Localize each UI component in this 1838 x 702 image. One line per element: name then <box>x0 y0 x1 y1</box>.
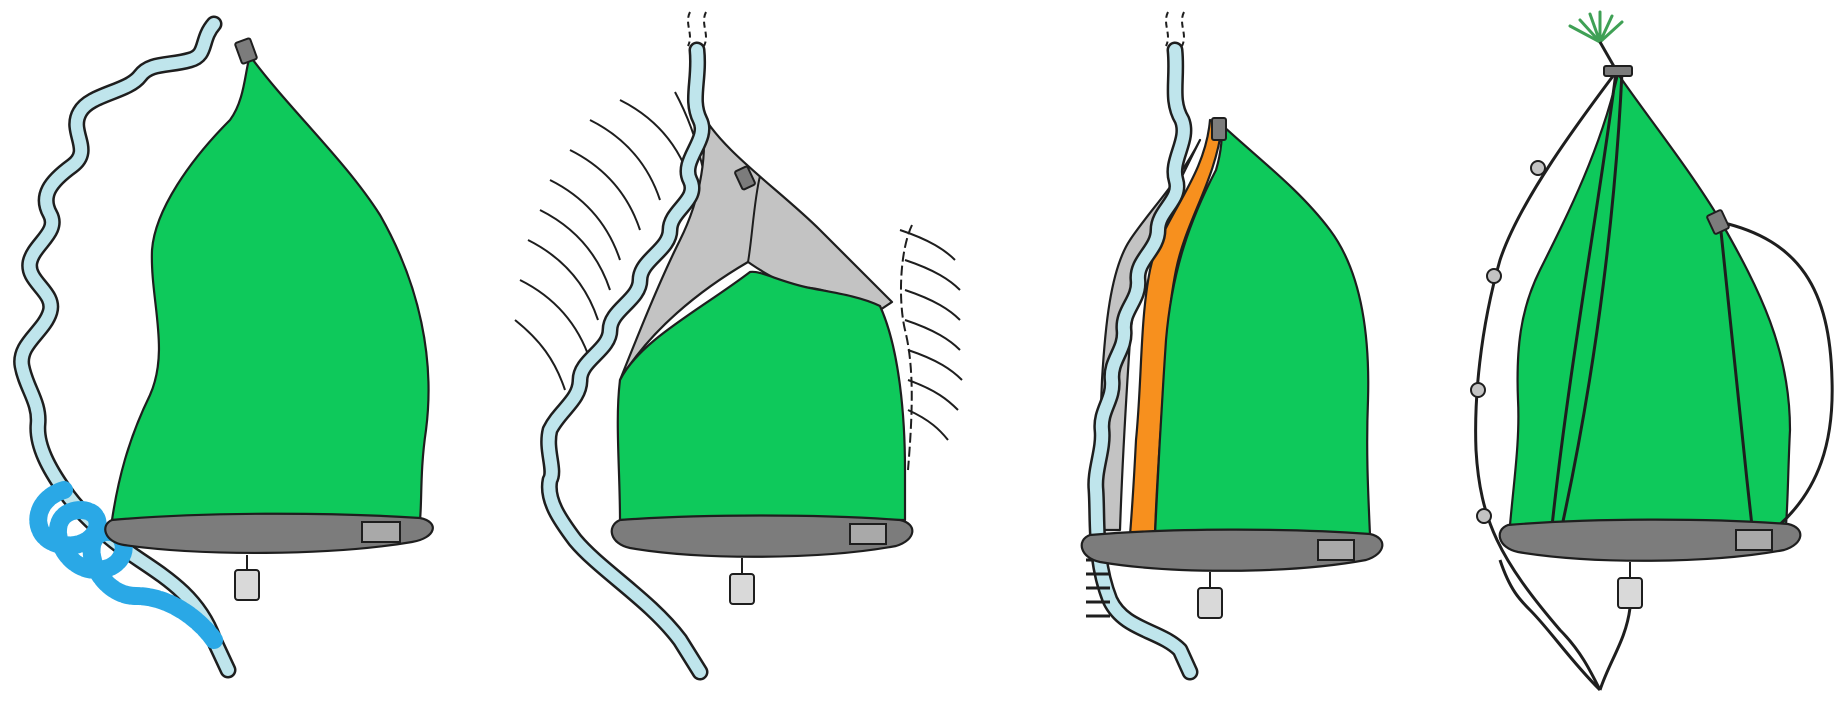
panel-2-tube-dashed-top <box>688 12 706 46</box>
panel-3-valve <box>1198 588 1222 618</box>
panel-2-valve <box>730 574 754 604</box>
panel-3-top-fitting <box>1212 118 1226 140</box>
panel-2-skirt-tab <box>850 524 886 544</box>
panel-4-valve <box>1618 578 1642 608</box>
panel-3-tube-dashed-top <box>1166 12 1184 46</box>
panel-1-envelope <box>112 56 429 520</box>
panel-1-valve <box>235 570 259 600</box>
panel-4-top-fitting <box>1604 66 1632 76</box>
panel-3 <box>1082 12 1383 672</box>
panel-4-tassel <box>1570 12 1622 42</box>
panel-1-top-fitting <box>235 38 258 64</box>
panel-1-skirt-tab <box>362 522 400 542</box>
panel-4-valve-line <box>1600 608 1630 690</box>
panel-1 <box>22 24 433 670</box>
panel-2 <box>515 12 962 672</box>
panel-4-envelope <box>1510 74 1790 525</box>
panel-2-airflow-lines-right <box>900 225 962 470</box>
panel-3-skirt-tab <box>1318 540 1354 560</box>
panel-4-skirt-tab <box>1736 530 1772 550</box>
panel-4 <box>1471 12 1832 690</box>
